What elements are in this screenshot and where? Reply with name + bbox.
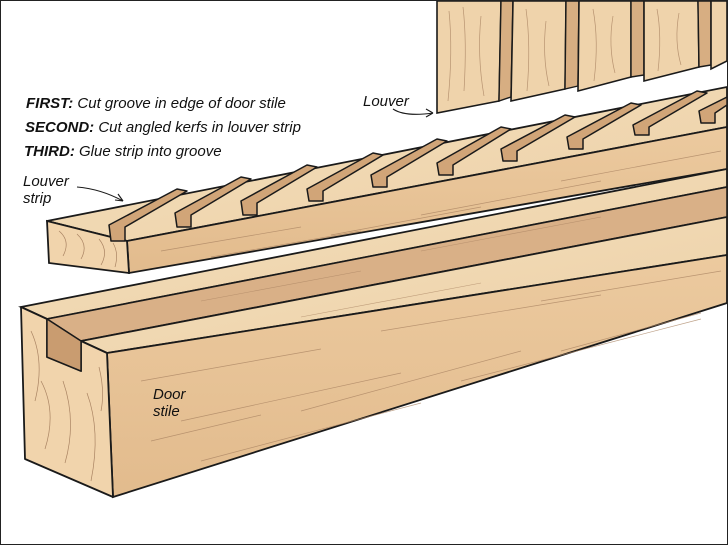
kerf [566,102,642,150]
kerf [240,164,318,216]
louver-slat-edge [697,1,712,68]
kerf [698,96,727,124]
kerf [632,90,708,136]
louver-slat [436,1,502,114]
louver-strip [46,86,727,275]
kerf [306,152,384,202]
louver-slat-edge [564,1,580,90]
louver-label: Louver [363,93,409,110]
louver-slat [643,1,700,83]
step-first: FIRST: Cut groove in edge of door stile [26,95,286,112]
step-third-label: THIRD: [24,143,75,160]
door-stile-label-line2: stile [153,403,180,420]
kerf [500,114,576,162]
door-stile [18,168,727,499]
stile-groove-wall [46,317,82,373]
step-second-label: SECOND: [25,119,95,136]
step-second: SECOND: Cut angled kerfs in louver strip [25,119,301,136]
louver-slat [710,1,727,71]
strip-arrowhead [114,193,124,202]
kerf [108,188,188,242]
step-first-text: Cut groove in edge of door stile [77,95,286,112]
strip-leader [76,186,124,202]
step-first-label: FIRST: [26,95,74,112]
louver-slat-edge [630,1,645,78]
leader-lines [76,108,434,202]
door-stile-label-line1: Door [153,386,186,403]
step-third: THIRD: Glue strip into groove [24,143,222,160]
louver-strip-label-line2: strip [23,190,52,207]
door-stile-label: Door stile [153,386,186,420]
strip-end-face [46,219,130,275]
louver-slat [577,1,632,93]
kerf [370,138,448,188]
louver-arrowhead [425,108,434,118]
kerf [174,176,252,228]
step-third-text: Glue strip into groove [79,143,222,160]
louver-strip-label-line1: Louver [23,173,69,190]
step-second-text: Cut angled kerfs in louver strip [98,119,301,136]
louver-slat [510,1,567,103]
louver-strip-label: Louver strip [23,173,69,207]
louver-leader [392,108,434,115]
kerf [436,126,512,176]
louvers [436,1,727,114]
strip-kerfs [108,90,727,242]
